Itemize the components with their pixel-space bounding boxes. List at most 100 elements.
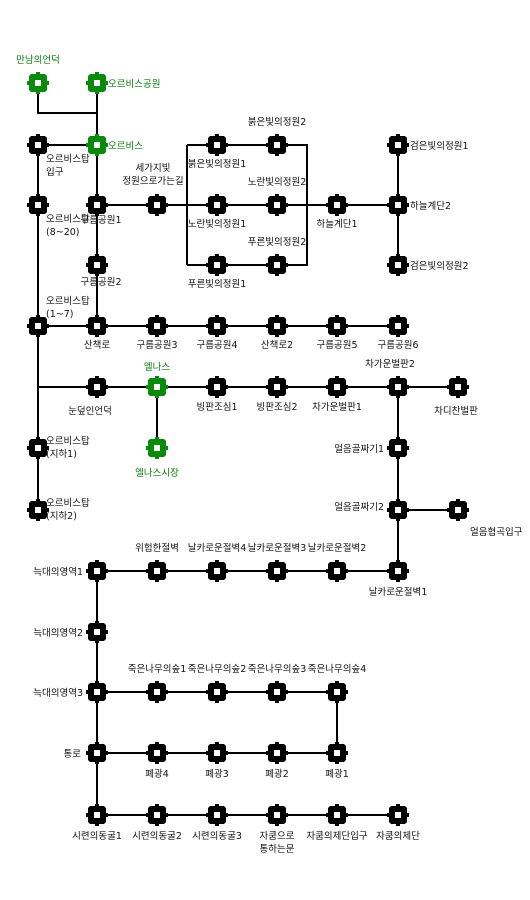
node-marker-center bbox=[94, 568, 100, 574]
map-node-blue1[interactable]: 푸른빛의정원1 bbox=[188, 254, 246, 290]
node-marker-center bbox=[334, 689, 340, 695]
node-marker-center bbox=[274, 262, 280, 268]
map-node-valley1[interactable]: 얼음골짜기1 bbox=[334, 437, 409, 459]
node-label: 오르비스공원 bbox=[108, 79, 160, 90]
map-node-ice1[interactable]: 빙판조심1 bbox=[196, 376, 238, 413]
node-label: 구름공원4 bbox=[196, 340, 237, 351]
node-label: 하늘계단2 bbox=[410, 200, 451, 212]
node-marker-center bbox=[35, 445, 41, 451]
node-marker-center bbox=[154, 445, 160, 451]
map-node-manmu[interactable]: 만남의언덕 bbox=[16, 54, 60, 94]
map-node-zakumaltar[interactable]: 자쿰의제단 bbox=[376, 804, 420, 842]
map-node-elmarket[interactable]: 엘나스시장 bbox=[135, 437, 179, 479]
map-node-orbispark[interactable]: 오르비스공원 bbox=[86, 72, 160, 94]
map-node-ice2[interactable]: 빙판조심2 bbox=[256, 376, 298, 413]
node-label: 구름공원1 bbox=[80, 215, 121, 226]
map-node-cold2[interactable]: 차가운벌판2 bbox=[365, 358, 415, 398]
map-node-trial1[interactable]: 시련의동굴1 bbox=[72, 804, 122, 842]
node-label: 날카로운절벽4 bbox=[188, 542, 246, 554]
node-label: 자쿰의제단 bbox=[376, 831, 420, 842]
node-marker-center bbox=[455, 507, 461, 513]
map-node-snow[interactable]: 눈덮인언덕 bbox=[68, 376, 112, 417]
map-node-forest2[interactable]: 죽은나무의숲2 bbox=[188, 664, 246, 703]
node-label: (지하1) bbox=[46, 448, 77, 460]
map-node-passage[interactable]: 통로 bbox=[64, 742, 108, 764]
node-label: 폐광1 bbox=[325, 768, 349, 780]
node-marker-center bbox=[274, 750, 280, 756]
node-label: 날카로운절벽1 bbox=[369, 586, 427, 598]
node-marker-center bbox=[274, 384, 280, 390]
map-node-sharp1[interactable]: 날카로운절벽1 bbox=[369, 560, 427, 598]
node-marker-center bbox=[395, 262, 401, 268]
map-node-walk[interactable]: 산책로 bbox=[84, 315, 110, 351]
map-node-towerb1[interactable]: 오르비스탑(지하1) bbox=[27, 435, 90, 460]
map-node-sharp4[interactable]: 날카로운절벽4 bbox=[188, 542, 246, 582]
node-label: 차가운벌판1 bbox=[312, 401, 362, 413]
node-marker-center bbox=[154, 384, 160, 390]
map-node-elnath[interactable]: 엘나스 bbox=[144, 362, 170, 398]
node-label: 빙판조심2 bbox=[256, 402, 297, 413]
map-node-trial3[interactable]: 시련의동굴3 bbox=[192, 804, 242, 842]
map-node-sharp3[interactable]: 날카로운절벽3 bbox=[248, 542, 306, 582]
map-node-cloud3[interactable]: 구름공원3 bbox=[136, 315, 178, 351]
map-node-cloud4[interactable]: 구름공원4 bbox=[196, 315, 238, 351]
map-node-cloud5[interactable]: 구름공원5 bbox=[316, 315, 358, 351]
map-node-cloud2[interactable]: 구름공원2 bbox=[80, 254, 122, 288]
node-marker-center bbox=[274, 568, 280, 574]
map-node-forest1[interactable]: 죽은나무의숲1 bbox=[128, 664, 186, 703]
map-node-mine3[interactable]: 폐광3 bbox=[205, 742, 229, 780]
node-label: 얼음협곡입구 bbox=[470, 526, 523, 538]
node-marker-center bbox=[35, 142, 41, 148]
node-marker-center bbox=[214, 142, 220, 148]
map-node-forest4[interactable]: 죽은나무의숲4 bbox=[308, 664, 366, 703]
map-node-walk2[interactable]: 산책로2 bbox=[261, 315, 293, 351]
map-node-valley2[interactable]: 얼음골짜기2 bbox=[334, 499, 409, 521]
node-label: 자쿰의제단입구 bbox=[306, 830, 367, 842]
map-node-blue2[interactable]: 푸른빛의정원2 bbox=[248, 237, 306, 276]
map-node-wolf3[interactable]: 늑대의영역3 bbox=[33, 681, 108, 703]
map-node-mine2[interactable]: 폐광2 bbox=[265, 742, 289, 780]
map-node-sky2[interactable]: 하늘계단2 bbox=[387, 194, 451, 216]
node-marker-center bbox=[94, 750, 100, 756]
map-node-tower820[interactable]: 오르비스탑(8~20) bbox=[27, 194, 90, 238]
node-label: 산책로2 bbox=[261, 340, 293, 351]
map-node-cloud1[interactable]: 구름공원1 bbox=[80, 194, 122, 226]
map-node-sky1[interactable]: 하늘계단1 bbox=[316, 194, 358, 230]
map-node-tower17[interactable]: 오르비스탑(1~7) bbox=[27, 295, 90, 337]
map-node-red2[interactable]: 붉은빛의정원2 bbox=[248, 117, 306, 156]
map-node-sharp2[interactable]: 날카로운절벽2 bbox=[308, 542, 366, 582]
map-node-black2[interactable]: 검은빛의정원2 bbox=[387, 254, 468, 276]
node-marker-center bbox=[154, 750, 160, 756]
node-label: 구름공원3 bbox=[136, 340, 177, 351]
map-node-wolf1[interactable]: 늑대의영역1 bbox=[33, 560, 108, 582]
map-node-forest3[interactable]: 죽은나무의숲3 bbox=[248, 664, 306, 703]
node-label: 날카로운절벽3 bbox=[248, 542, 306, 554]
node-marker-center bbox=[274, 812, 280, 818]
map-node-towerb2[interactable]: 오르비스탑(지하2) bbox=[27, 497, 90, 522]
connector-line bbox=[217, 144, 308, 266]
map-node-cold1[interactable]: 차가운벌판1 bbox=[312, 376, 362, 413]
map-node-yellow1[interactable]: 노란빛의정원1 bbox=[188, 194, 246, 230]
map-node-cloud6[interactable]: 구름공원6 bbox=[377, 315, 419, 351]
node-label: 시련의동굴3 bbox=[192, 831, 242, 842]
map-node-mine1[interactable]: 폐광1 bbox=[325, 742, 349, 780]
node-label: 죽은나무의숲4 bbox=[308, 664, 366, 675]
map-node-trial2[interactable]: 시련의동굴2 bbox=[132, 804, 182, 842]
node-marker-center bbox=[35, 507, 41, 513]
node-marker-center bbox=[274, 202, 280, 208]
node-label: 죽은나무의숲2 bbox=[188, 664, 246, 675]
map-node-yellow2[interactable]: 노란빛의정원2 bbox=[248, 176, 306, 216]
map-node-orbis[interactable]: 오르비스 bbox=[86, 134, 143, 156]
map-node-wolf2[interactable]: 늑대의영역2 bbox=[33, 621, 108, 643]
map-node-colder[interactable]: 차디찬벌판 bbox=[434, 376, 478, 417]
map-node-black1[interactable]: 검은빛의정원1 bbox=[387, 134, 468, 156]
map-node-red1[interactable]: 붉은빛의정원1 bbox=[188, 134, 246, 170]
map-node-mine4[interactable]: 폐광4 bbox=[145, 742, 169, 780]
map-node-icecave[interactable]: 얼음협곡입구 bbox=[447, 499, 523, 538]
map-node-zakumaltarentry[interactable]: 자쿰의제단입구 bbox=[306, 804, 368, 842]
map-node-danger[interactable]: 위험한절벽 bbox=[135, 542, 179, 582]
